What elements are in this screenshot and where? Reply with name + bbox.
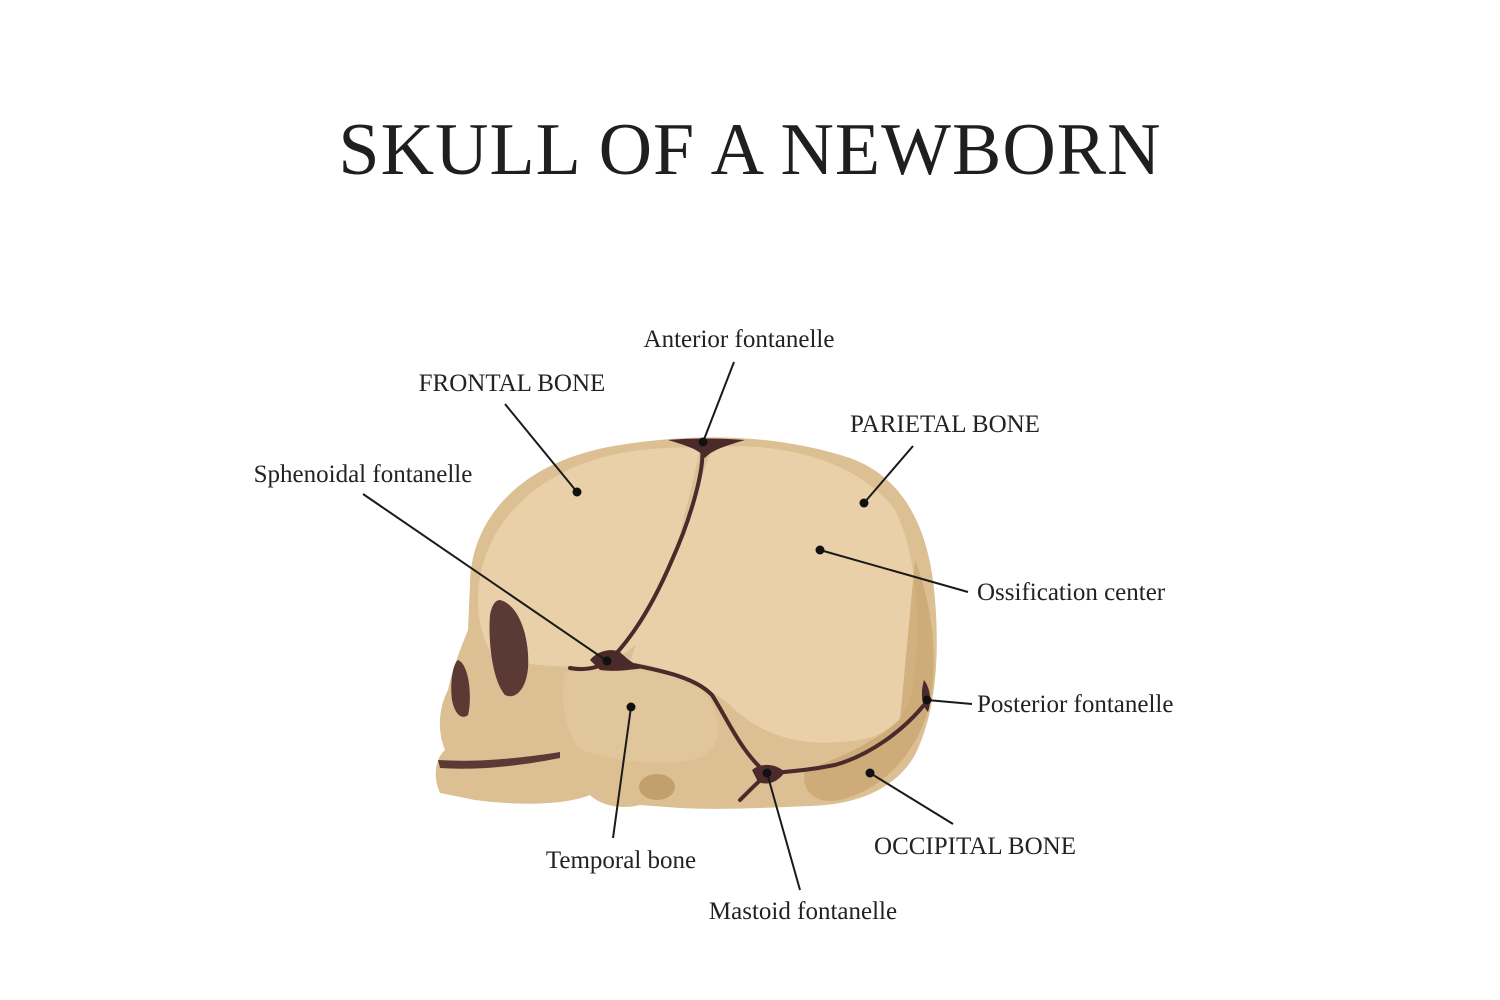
leader-ossification-center [819,549,969,593]
dot-anterior-fontanelle [698,437,708,447]
parietal-bone-shape [630,446,918,743]
leader-posterior-fontanelle [926,699,973,705]
dot-frontal-bone [572,487,582,497]
leader-lines [362,361,973,891]
labels: Anterior fontanelle FRONTAL BONE PARIETA… [254,326,1174,925]
lambdoid-suture [766,698,930,775]
dot-posterior-fontanelle [922,695,932,705]
occipital-bone-shape [804,560,934,801]
leader-sphenoidal-fontanelle [362,493,608,662]
label-occipital-bone: OCCIPITAL BONE [874,833,1076,860]
label-temporal-bone: Temporal bone [546,847,696,874]
label-frontal-bone: FRONTAL BONE [419,370,606,397]
dot-mastoid-fontanelle [762,768,772,778]
dot-parietal-bone [859,498,869,508]
leader-frontal-bone [504,403,578,493]
dot-sphenoidal-fontanelle [602,656,612,666]
label-parietal-bone: PARIETAL BONE [850,411,1040,438]
anterior-fontanelle-patch [668,438,745,458]
leader-anterior-fontanelle [702,361,735,443]
leader-occipital-bone [869,772,954,825]
sphenoidal-fontanelle-patch [590,650,645,671]
label-ossification-center: Ossification center [977,579,1166,606]
label-mastoid-fontanelle: Mastoid fontanelle [709,898,897,925]
dot-temporal-bone [626,702,636,712]
leader-parietal-bone [863,445,914,504]
diagram-title: SKULL OF A NEWBORN [338,109,1162,191]
temporal-bone-shape [563,668,719,763]
skull-illustration [435,437,937,809]
coronal-suture [608,445,705,662]
suture-lines [568,445,930,802]
dot-ossification-center [815,545,825,555]
label-anterior-fontanelle: Anterior fontanelle [644,326,835,353]
dot-occipital-bone [865,768,875,778]
label-posterior-fontanelle: Posterior fontanelle [977,691,1173,718]
leader-mastoid-fontanelle [766,772,801,891]
nasal-opening [451,660,470,717]
leader-dots [572,437,932,778]
eye-orbit [489,600,529,697]
ear-canal [639,774,675,800]
jaw-line [438,752,560,769]
leader-temporal-bone [612,706,632,839]
label-sphenoidal-fontanelle: Sphenoidal fontanelle [254,461,473,488]
